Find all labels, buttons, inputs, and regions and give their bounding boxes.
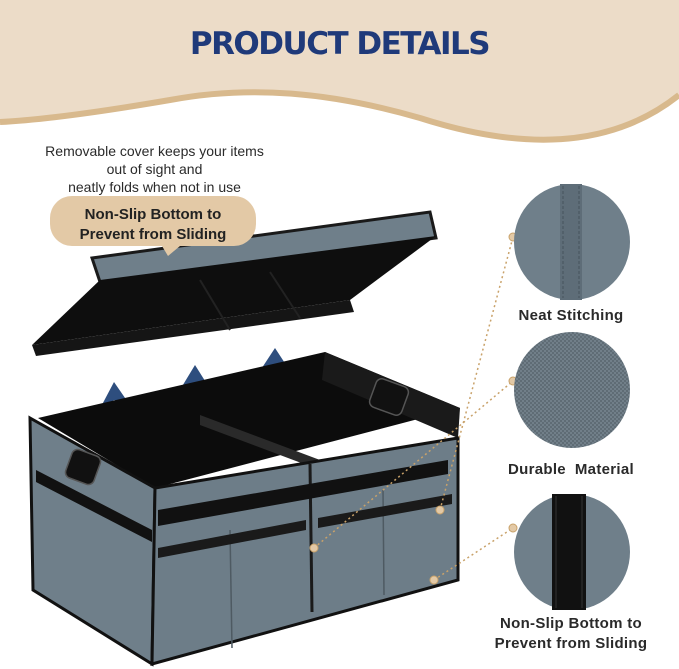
organizer-box	[28, 352, 460, 667]
lid-caption-line: Removable cover keeps your items	[45, 143, 264, 159]
callout-line: Prevent from Sliding	[79, 226, 227, 243]
lid-caption: Removable cover keeps your items out of …	[22, 142, 287, 196]
callout-bubble: Non-Slip Bottom to Prevent from Sliding	[50, 196, 260, 258]
callout-line: Non-Slip Bottom to	[84, 206, 222, 223]
organizer-lid	[32, 210, 438, 356]
page-title: PRODUCT DETAILS	[189, 26, 491, 62]
stitching-swatch	[514, 184, 630, 300]
feature-label-line: Prevent from Sliding	[494, 635, 648, 652]
feature-label-material: Durable Material	[508, 461, 634, 478]
feature-leader-lines	[313, 236, 514, 581]
feature-label-non-slip: Non-Slip Bottom to Prevent from Sliding	[471, 614, 671, 654]
material-swatch	[514, 332, 630, 448]
header-wave-band	[0, 0, 679, 143]
feature-label-stitching: Neat Stitching	[518, 307, 624, 324]
lid-caption-line: out of sight and	[106, 161, 203, 177]
handle-cutout	[368, 378, 410, 416]
feature-label-line: Non-Slip Bottom to	[499, 615, 643, 632]
handle-cutout	[64, 448, 102, 486]
non-slip-swatch	[514, 494, 630, 610]
lid-caption-line: neatly folds when not in use	[68, 179, 241, 195]
callout-text: Non-Slip Bottom to Prevent from Sliding	[50, 205, 256, 245]
